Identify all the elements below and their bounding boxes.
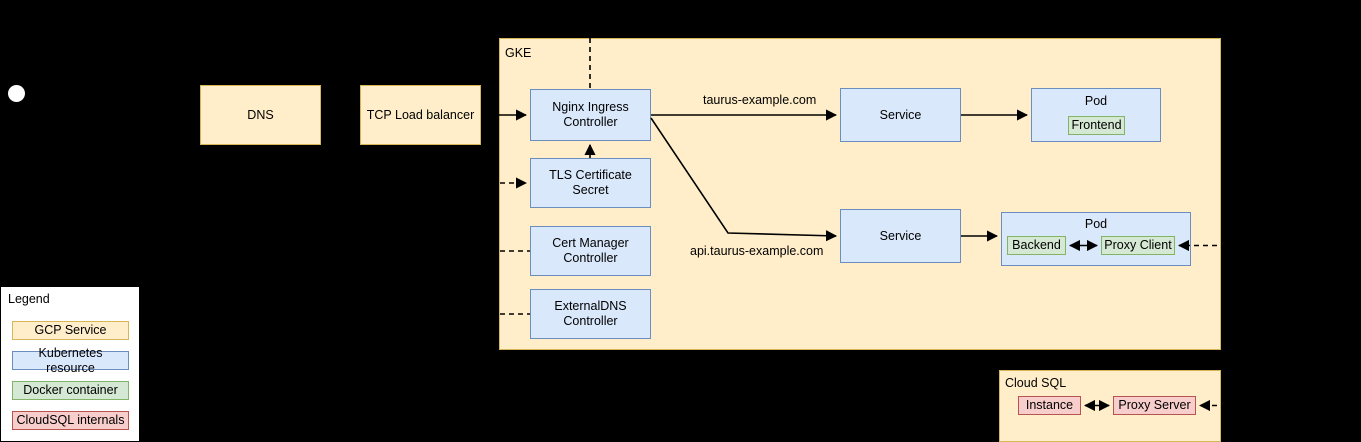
node-externaldns-controller[interactable]: ExternalDNS Controller — [530, 289, 651, 339]
node-cloudsql-proxy-server[interactable]: Proxy Server — [1113, 396, 1196, 415]
container-backend[interactable]: Backend — [1007, 236, 1066, 255]
node-service-frontend[interactable]: Service — [840, 88, 961, 142]
container-proxy-client[interactable]: Proxy Client — [1101, 236, 1175, 255]
node-pod-frontend[interactable] — [1031, 88, 1161, 142]
edge-label-taurus-example: taurus-example.com — [703, 93, 817, 107]
pod-frontend-label: Pod — [1084, 94, 1108, 108]
node-cloudsql-instance[interactable]: Instance — [1018, 396, 1081, 415]
pod-backend-label: Pod — [1084, 217, 1108, 231]
legend-title: Legend — [8, 292, 50, 306]
legend-item-docker-container: Docker container — [12, 381, 129, 400]
node-tcp-load-balancer[interactable]: TCP Load balancer — [360, 85, 481, 145]
legend-item-gcp-service: GCP Service — [12, 321, 129, 340]
legend-item-cloudsql-internals: CloudSQL internals — [12, 411, 129, 430]
edge-label-api-taurus-example: api.taurus-example.com — [690, 244, 824, 258]
cloudsql-group-label: Cloud SQL — [1005, 376, 1067, 390]
node-tls-certificate-secret[interactable]: TLS Certificate Secret — [530, 158, 651, 208]
node-dns[interactable]: DNS — [200, 85, 321, 145]
container-frontend[interactable]: Frontend — [1068, 116, 1125, 135]
node-service-backend[interactable]: Service — [840, 209, 961, 263]
gke-group-label: GKE — [505, 46, 532, 60]
node-cert-manager-controller[interactable]: Cert Manager Controller — [530, 226, 651, 276]
node-nginx-ingress-controller[interactable]: Nginx Ingress Controller — [530, 89, 651, 141]
cursor-dot — [8, 85, 25, 102]
legend-item-kubernetes-resource: Kubernetes resource — [12, 346, 129, 375]
